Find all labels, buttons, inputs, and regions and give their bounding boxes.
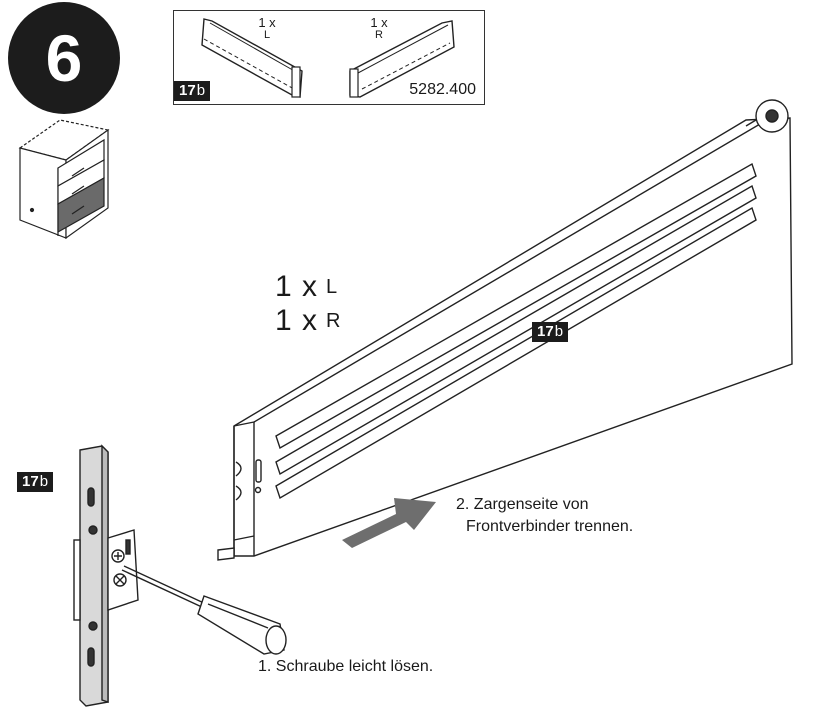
quantity-line-1: 1 x L [275,270,338,304]
part-tag-number: 17 [179,82,196,99]
quantity-2-side: R [326,310,342,332]
right-side-qty: 1 x R [364,15,394,41]
step-number-badge: 6 [8,2,120,114]
part-tag-suffix: b [196,82,206,99]
right-qty-text: 1 x [370,15,388,30]
push-arrow-icon [342,498,436,548]
quantity-line-2: 1 x R [275,304,341,338]
left-qty-text: 1 x [258,15,276,30]
step-number: 6 [45,21,83,95]
bracket-part-tag: 17b [17,472,54,492]
drawer-sides-icon [201,18,455,98]
screwdriver-icon [121,565,287,655]
left-side-qty: 1 x L [252,15,282,41]
roller-wheel-icon [745,99,789,133]
rail-tag-suffix: b [554,323,564,340]
drawer-side-rail [217,117,793,561]
instruction-step-1: 1. Schraube leicht lösen. [258,658,434,675]
rail-part-tag: 17b [532,322,569,342]
instruction-step-2-line-1: 2. Zargenseite von [456,496,589,513]
bracket-tag-suffix: b [39,473,49,490]
part-tag: 17b [174,81,211,101]
left-side-label: L [263,29,271,41]
article-number: 5282.400 [409,81,476,98]
quantity-2-text: 1 x [275,304,319,337]
rail-tag-number: 17 [537,323,554,340]
quantity-1-side: L [326,276,339,298]
instruction-step-2: 2. Zargenseite von Frontverbinder trenne… [456,494,633,538]
quantity-1-text: 1 x [275,270,319,303]
front-connector-bracket [73,444,139,707]
parts-box: 1 x L 1 x R 17b 5282.400 [173,10,485,105]
cabinet-icon [18,119,110,240]
bracket-tag-number: 17 [22,473,39,490]
instruction-step-2-line-2: Frontverbinder trennen. [466,518,634,535]
right-side-label: R [375,29,383,41]
